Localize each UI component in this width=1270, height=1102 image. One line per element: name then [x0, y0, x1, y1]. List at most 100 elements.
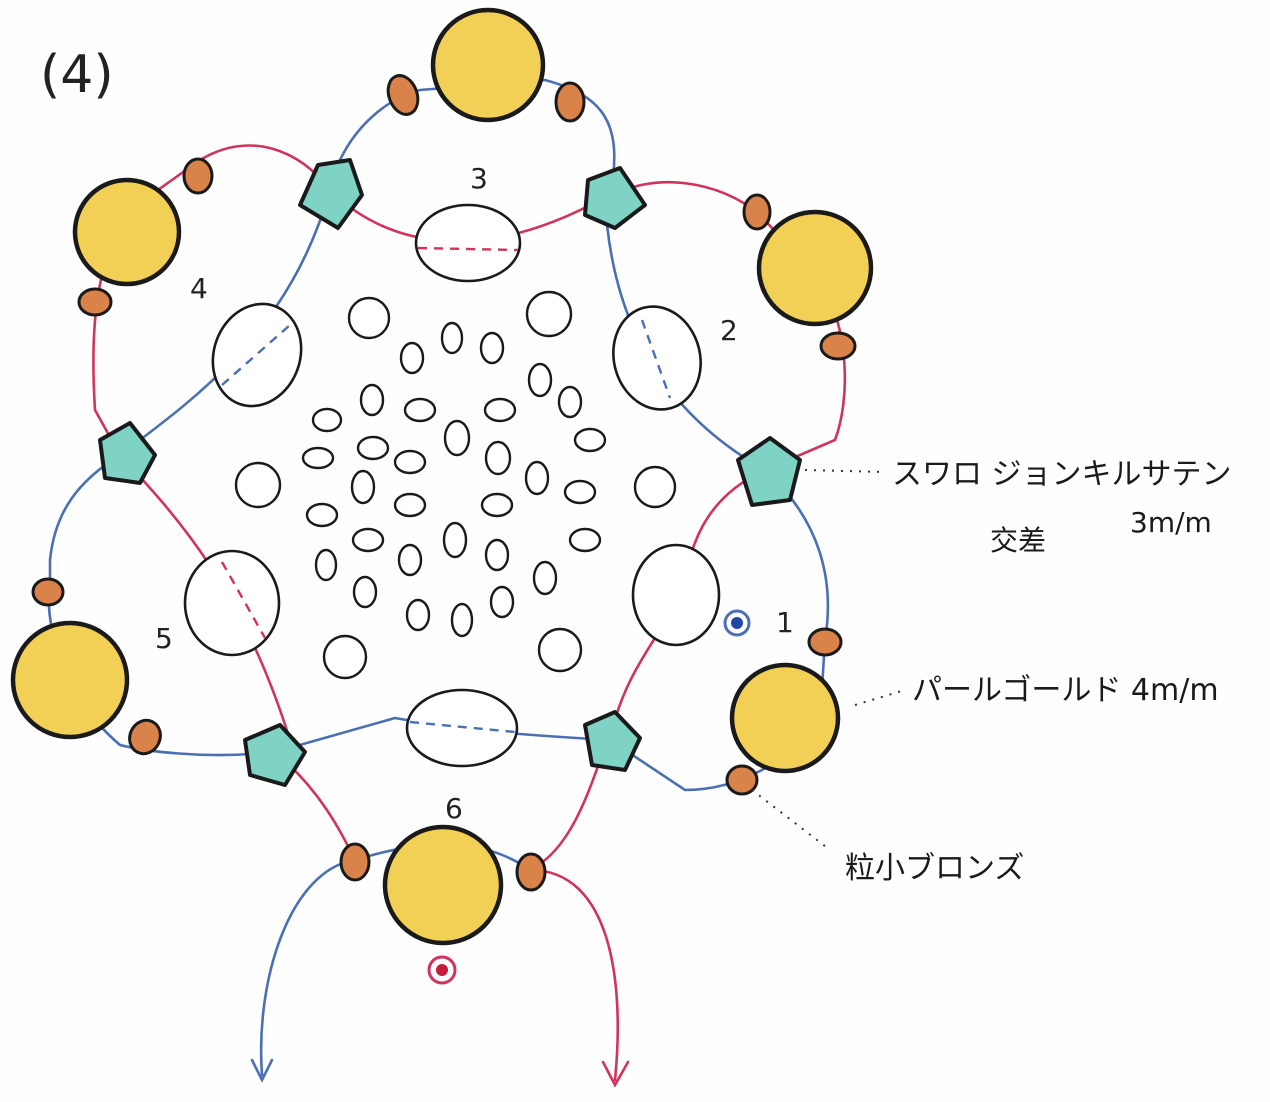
seed-bead — [515, 852, 547, 892]
red-tail — [528, 868, 630, 1088]
center-oval — [524, 460, 550, 496]
pearl-bead — [72, 177, 182, 287]
center-circle — [525, 290, 573, 338]
center-oval — [359, 383, 385, 417]
seed-bead — [128, 718, 162, 756]
center-oval — [356, 435, 390, 461]
seed-beads — [31, 74, 857, 892]
crystal-callout-line2: 交差 — [990, 524, 1046, 557]
position-label-1: 1 — [776, 606, 794, 639]
seed-leader — [751, 789, 831, 851]
center-oval — [393, 449, 427, 475]
seed-bead — [554, 81, 586, 123]
center-oval — [484, 440, 512, 476]
position-numbers: 1 2 3 4 5 6 — [155, 162, 794, 825]
seed-bead — [182, 157, 214, 195]
crystal-bead — [736, 436, 802, 507]
pearl-bead — [10, 620, 130, 740]
pearls — [10, 7, 874, 946]
center-oval — [351, 527, 385, 553]
seed-bead — [725, 764, 759, 796]
position-label-2: 2 — [720, 314, 738, 347]
center-circle — [633, 465, 677, 509]
seed-bead — [77, 287, 113, 317]
center-circle — [347, 296, 391, 340]
callout-leaders — [751, 469, 906, 851]
red-start-marker — [427, 955, 457, 985]
position-label-5: 5 — [155, 622, 173, 655]
pearl-bead — [756, 209, 874, 327]
inner-oval-bead — [211, 302, 303, 408]
seed-bead — [807, 627, 843, 657]
pearl-leader — [854, 689, 906, 706]
seed-callout: 粒小ブロンズ — [845, 851, 1024, 886]
seed-bead — [819, 331, 857, 361]
crystal-bead — [298, 158, 364, 230]
crystal-callout-line1: スワロ ジョンキルサテン — [892, 457, 1232, 492]
inner-oval-bead — [631, 543, 721, 647]
seed-bead — [742, 193, 772, 231]
center-oval — [403, 397, 437, 423]
center-oval — [393, 492, 427, 518]
inner-dashes — [220, 246, 672, 734]
center-oval — [489, 585, 515, 619]
pearl-callout: パールゴールド 4m/m — [912, 673, 1219, 708]
seed-bead — [386, 74, 420, 116]
center-motif — [234, 290, 677, 680]
inner-ovals — [183, 203, 721, 768]
center-oval — [527, 362, 553, 398]
center-circle — [234, 461, 282, 509]
center-oval — [557, 385, 583, 419]
center-oval — [311, 407, 343, 433]
blue-thread — [47, 78, 830, 792]
position-label-3: 3 — [470, 162, 488, 195]
center-oval — [479, 331, 505, 365]
blue-tail — [250, 858, 357, 1083]
center-oval — [405, 598, 431, 632]
center-circle — [537, 627, 583, 673]
position-label-6: 6 — [445, 792, 463, 825]
center-oval — [483, 397, 517, 423]
crystal-bead — [98, 421, 157, 485]
crystal-bead — [583, 166, 647, 230]
seed-bead — [31, 577, 65, 607]
crystal-bead — [583, 710, 642, 772]
blue-start-marker — [723, 609, 751, 637]
center-oval — [450, 602, 474, 638]
dash-red — [417, 246, 519, 252]
center-circle — [322, 634, 368, 680]
inner-oval-bead — [414, 203, 522, 283]
dash-blue — [640, 319, 672, 399]
crystals — [98, 158, 802, 787]
crystal-callout-size: 3m/m — [1130, 506, 1212, 539]
inner-oval-bead — [612, 305, 702, 411]
center-oval — [563, 479, 597, 505]
seed-bead — [339, 842, 371, 882]
center-oval — [484, 538, 510, 572]
center-oval — [440, 321, 464, 355]
center-oval — [443, 419, 471, 457]
crystal-leader — [804, 469, 886, 473]
pearl-bead — [729, 662, 841, 774]
center-oval — [397, 543, 423, 577]
center-oval — [350, 469, 376, 505]
inner-oval-bead — [183, 549, 281, 657]
step-label: (4) — [40, 45, 114, 105]
bottom-link-red — [528, 758, 602, 872]
center-oval — [442, 521, 468, 559]
center-oval — [480, 492, 514, 518]
center-oval — [314, 548, 338, 582]
pearl-bead — [382, 824, 504, 946]
crystal-bead — [243, 723, 307, 787]
center-oval — [573, 427, 607, 453]
dash-blue — [409, 720, 516, 734]
center-oval — [301, 446, 335, 470]
center-oval — [399, 341, 425, 375]
center-oval — [305, 502, 339, 528]
position-label-4: 4 — [190, 272, 208, 305]
dash-red — [220, 561, 267, 639]
pearl-bead — [430, 7, 546, 123]
center-oval — [352, 575, 378, 609]
